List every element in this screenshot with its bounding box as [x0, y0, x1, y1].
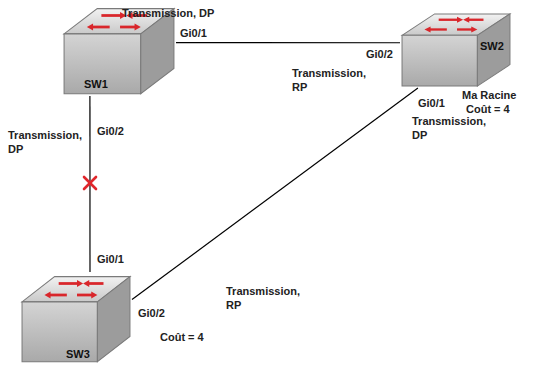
port-label: Gi0/1: [97, 252, 124, 266]
port-label: Transmission, RP: [226, 284, 306, 313]
blocked-port-cross: [84, 177, 96, 189]
port-label: Coût = 4: [466, 102, 510, 116]
port-label: Transmission, DP: [8, 128, 88, 157]
network-switch: SW2: [400, 10, 512, 88]
port-label: Gi0/2: [138, 306, 165, 320]
switch-name: SW1: [84, 78, 108, 90]
network-switch: SW3: [20, 272, 132, 364]
switch-name: SW3: [66, 348, 90, 360]
port-label: Transmission, DP: [412, 114, 492, 143]
port-label: Gi0/2: [97, 124, 124, 138]
link-line: [132, 88, 418, 300]
port-label: Transmission, DP: [122, 6, 214, 20]
port-label: Gi0/1: [418, 96, 445, 110]
switch-name: SW2: [480, 40, 504, 52]
port-label: Ma Racine: [462, 88, 516, 102]
link-line: [176, 42, 400, 43]
port-label: Coût = 4: [160, 330, 204, 344]
port-label: Transmission, RP: [292, 66, 372, 95]
port-label: Gi0/2: [366, 47, 393, 61]
port-label: Gi0/1: [180, 26, 207, 40]
